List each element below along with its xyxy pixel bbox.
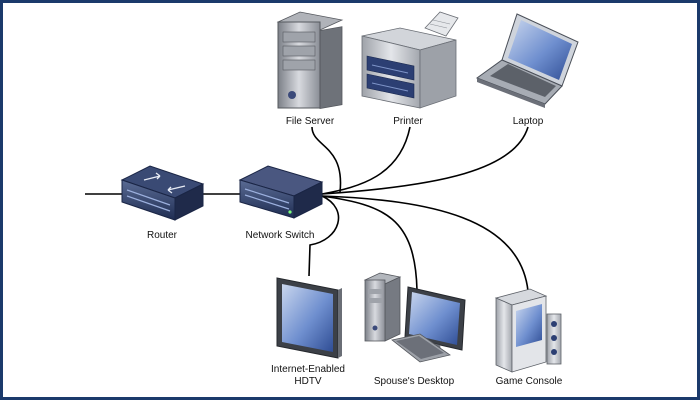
desktop-computer-icon (363, 272, 466, 363)
hdtv-label-line2: HDTV (294, 376, 322, 387)
tv-icon (276, 277, 342, 359)
network-switch-icon (238, 165, 324, 219)
cable-switch-to-printer (321, 126, 411, 195)
server-icon (276, 11, 344, 110)
file-server-label: File Server (286, 116, 335, 127)
cable-switch-to-laptop (321, 126, 529, 195)
laptop-device: Laptop (475, 13, 579, 127)
spouses-desktop-label: Spouse's Desktop (374, 376, 455, 387)
hdtv-label-line1: Internet-Enabled (271, 364, 345, 375)
printer-label: Printer (393, 116, 423, 127)
hdtv-device: Internet-Enabled HDTV (271, 277, 345, 387)
network-switch-label: Network Switch (246, 230, 315, 241)
cable-switch-to-spouses-desktop (321, 195, 418, 291)
laptop-icon (475, 13, 579, 108)
cables (85, 126, 529, 292)
cable-switch-to-hdtv (308, 195, 340, 277)
file-server-device: File Server (276, 11, 344, 127)
router-device: Router (120, 165, 205, 241)
spouses-desktop-device: Spouse's Desktop (363, 272, 466, 387)
router-icon (120, 165, 205, 221)
game-console-icon (494, 288, 562, 373)
laptop-label: Laptop (513, 116, 544, 127)
printer-icon (361, 11, 459, 109)
game-console-device: Game Console (494, 288, 563, 387)
printer-device: Printer (361, 11, 459, 127)
game-console-label: Game Console (496, 376, 563, 387)
cable-switch-to-game-console (321, 195, 529, 292)
network-switch-device: Network Switch (238, 165, 324, 241)
cable-switch-to-file-server (311, 126, 342, 193)
router-label: Router (147, 230, 178, 241)
